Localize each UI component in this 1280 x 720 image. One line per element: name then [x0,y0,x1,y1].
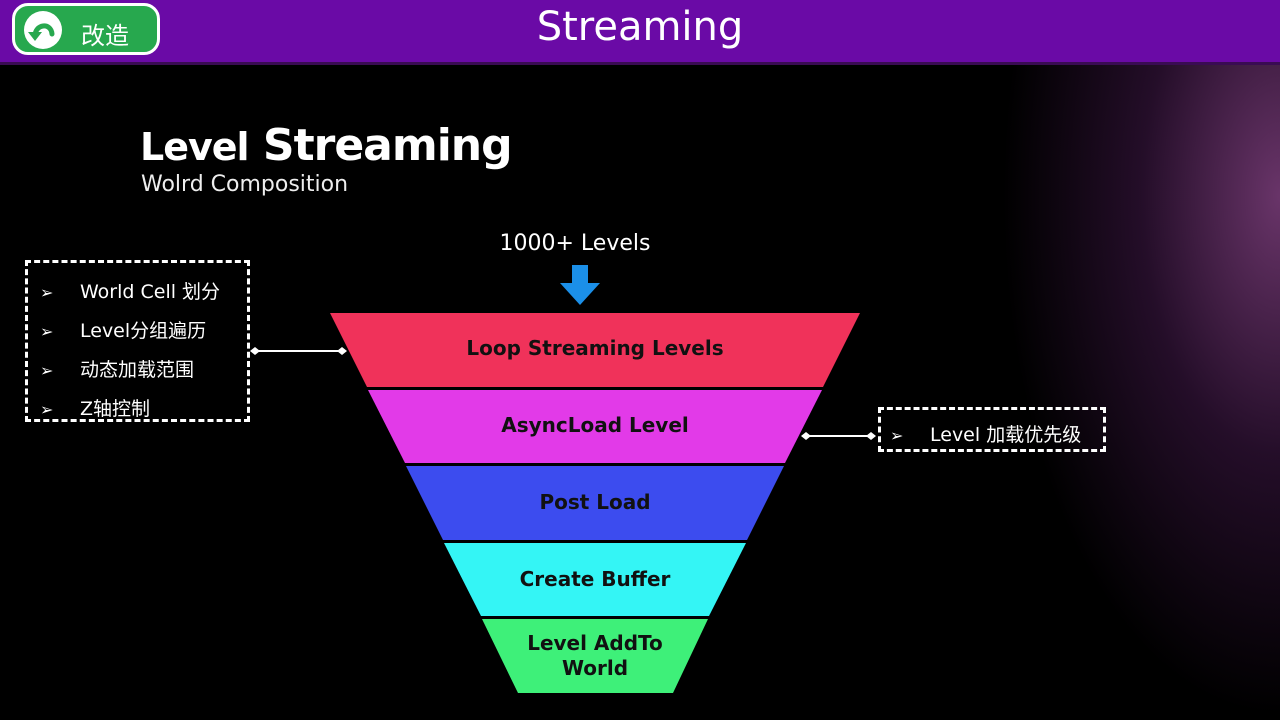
top-bar [0,0,1280,62]
left-note-item-text: World Cell 划分 [80,281,221,303]
bullet-icon: ➢ [40,400,54,419]
left-note-item-text: 动态加载范围 [80,359,195,381]
right-note-item-text: Level 加载优先级 [930,424,1082,446]
left-note-item: ➢ Level分组遍历 [40,316,206,343]
funnel-stage-4-shape [444,543,746,616]
left-note-item-text: Level分组遍历 [80,320,207,342]
funnel-stage-3-shape [406,466,784,540]
back-button-label: 改造 [81,22,129,50]
bullet-icon: ➢ [40,283,54,302]
back-button[interactable]: 改造 [12,3,160,55]
right-note-item: ➢ Level 加载优先级 [890,420,1081,447]
slide-title-part2: Streaming [262,120,513,171]
slide-subtitle: Wolrd Composition [141,172,349,197]
funnel-stage-2-shape [368,390,822,463]
bullet-icon: ➢ [890,426,904,445]
funnel-stage-1-label: Loop Streaming Levels [466,336,724,360]
background-glow [1000,65,1280,720]
slide-title-part1: Level [140,125,250,169]
back-arrow-icon [24,11,62,49]
input-label: 1000+ Levels [499,231,651,256]
funnel-stage-4-label: Create Buffer [519,567,671,591]
bullet-icon: ➢ [40,322,54,341]
slide-title: Level Streaming [140,120,513,171]
left-note-item: ➢ Z轴控制 [40,394,150,421]
bullet-icon: ➢ [40,361,54,380]
page-title: Streaming [536,4,744,50]
funnel-stage-1-shape [330,313,860,387]
left-note-item: ➢ World Cell 划分 [40,277,220,304]
right-note-box [878,407,1106,452]
left-note-box [25,260,250,422]
top-bar-divider [0,62,1280,65]
left-note-item: ➢ 动态加载范围 [40,355,194,382]
funnel-stage-5-label: Level AddTo World [527,631,663,680]
funnel-stage-2-label: AsyncLoad Level [501,413,689,437]
funnel-stage-3-label: Post Load [539,490,651,514]
down-arrow-icon [560,265,600,305]
funnel-stage-5-shape [482,619,708,693]
left-note-item-text: Z轴控制 [80,398,151,420]
